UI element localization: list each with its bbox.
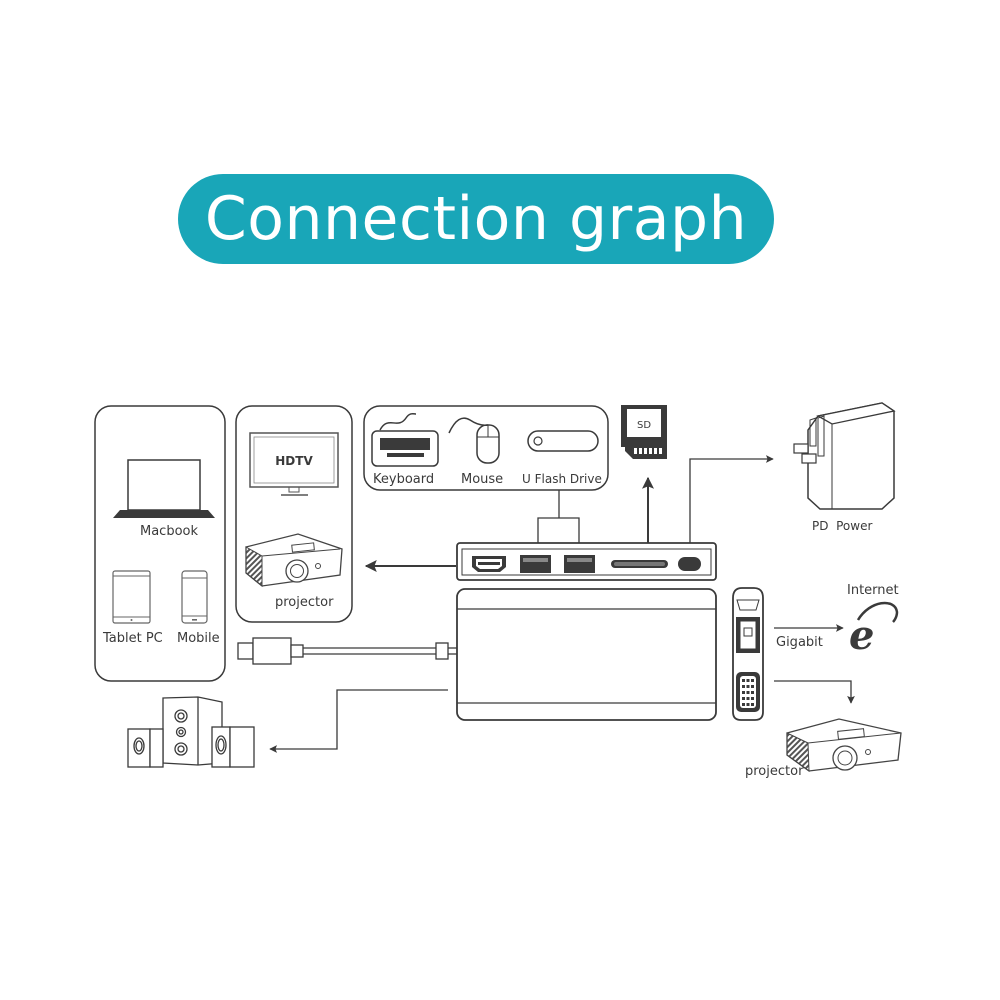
hdmi-port [472,556,506,572]
audio-arrow [269,689,448,753]
vga-port [736,672,760,712]
usb-connector-line [537,490,580,544]
laptop-icon [113,459,215,518]
usb-c-port [678,557,701,571]
internet-explorer-icon: e [849,601,899,659]
macbook-label: Macbook [140,524,198,539]
tv-icon [249,432,339,496]
internet-label: Internet [847,583,899,598]
hub-device [456,542,717,721]
projector-icon-vga [786,718,902,773]
display-outputs-panel: HDTV projector [235,405,353,623]
keyboard-icon [371,412,439,467]
usb-peripherals-panel: Keyboard Mouse U Flash Drive [363,405,609,491]
side-dongle [732,587,764,721]
vga-projector-label: projector [745,764,804,779]
page-title: Connection graph [204,184,748,254]
gigabit-label: Gigabit [776,635,823,650]
svg-text:e: e [849,612,874,659]
source-devices-panel: Macbook Tablet PC Mobile [94,405,226,682]
vga-arrow [774,680,855,704]
mouse-label: Mouse [461,472,503,487]
usb-a-port-1 [520,555,551,573]
hdtv-label: HDTV [275,454,313,468]
sd-label: SD [637,420,651,431]
pd-power-label: PD Power [812,519,872,533]
projector-icon [245,533,343,588]
tablet-icon [112,570,151,624]
keyboard-label: Keyboard [373,472,434,487]
tablet-label: Tablet PC [102,631,163,646]
mobile-icon [181,570,208,624]
usb-a-port-2 [564,555,595,573]
title-banner: Connection graph [178,174,774,264]
power-adapter-icon [793,402,896,510]
power-arrow [689,455,774,543]
rj45-port [736,617,760,653]
mobile-label: Mobile [177,631,220,646]
sd-card-icon [621,405,667,459]
sd-card-slot [611,560,668,568]
projector-label: projector [275,595,334,610]
usb-c-cable [237,637,457,665]
speakers-icon [127,696,255,768]
mouse-icon [448,417,500,464]
flash-drive-label: U Flash Drive [522,472,602,486]
flash-drive-icon [527,430,599,452]
